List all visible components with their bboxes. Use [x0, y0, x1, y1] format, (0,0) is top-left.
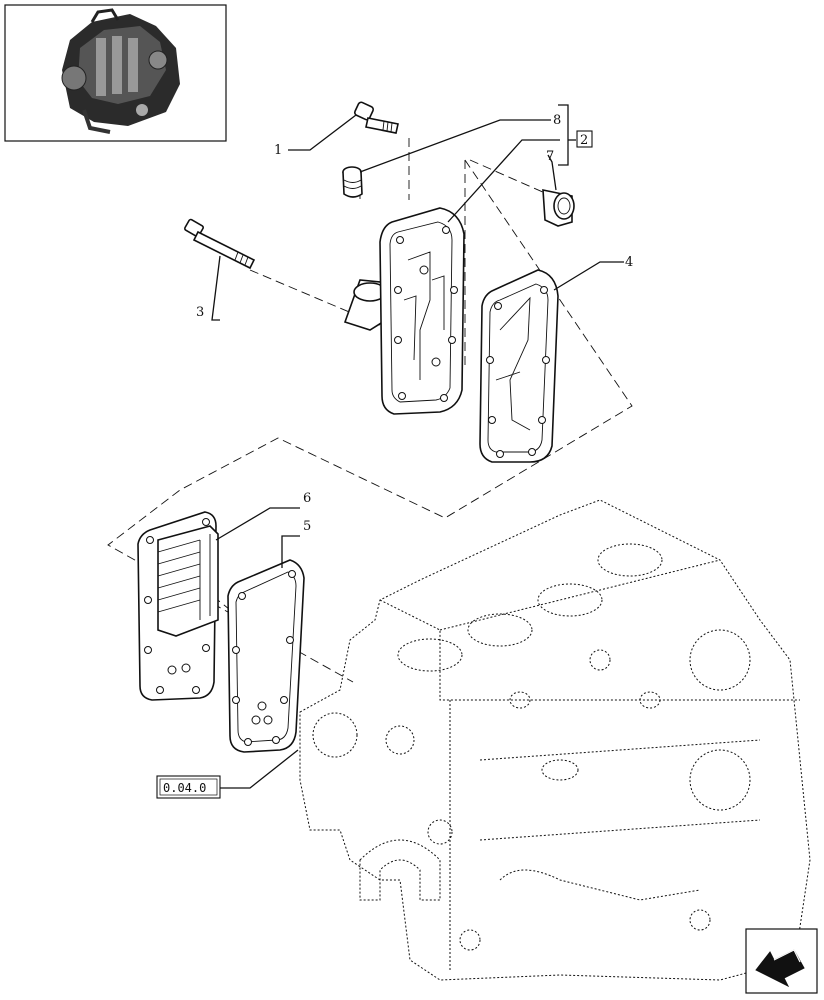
part-2-cooler-housing[interactable] [343, 207, 465, 415]
reference-code: 0.04.0 [163, 781, 206, 795]
callout-2-box [576, 130, 593, 148]
part-7-sleeve[interactable] [542, 189, 575, 227]
part-6-oil-cooler[interactable] [137, 511, 219, 701]
part-4-gasket[interactable] [479, 269, 559, 463]
engine-block [299, 499, 811, 981]
part-3-long-bolt[interactable] [184, 218, 256, 270]
callout-8[interactable]: 8 [553, 113, 561, 128]
engine-thumbnail-image [61, 8, 180, 134]
callout-1[interactable]: 1 [274, 143, 282, 158]
callout-3[interactable]: 3 [196, 305, 204, 320]
part-8-fitting[interactable] [342, 166, 363, 198]
reference-box[interactable]: 0.04.0 [156, 775, 221, 799]
nav-arrow-button[interactable] [745, 928, 818, 994]
callout-7[interactable]: 7 [546, 149, 554, 164]
callout-5[interactable]: 5 [303, 519, 311, 534]
part-1-screw[interactable] [353, 101, 399, 134]
callout-leaders [211, 104, 624, 789]
callout-4[interactable]: 4 [625, 255, 633, 270]
callout-6[interactable]: 6 [303, 491, 311, 506]
callout-labels: 1 8 2 7 3 4 6 5 [196, 113, 633, 534]
engine-thumbnail[interactable] [4, 4, 227, 142]
callout-2[interactable]: 2 [580, 133, 588, 148]
part-5-gasket[interactable] [227, 559, 305, 753]
